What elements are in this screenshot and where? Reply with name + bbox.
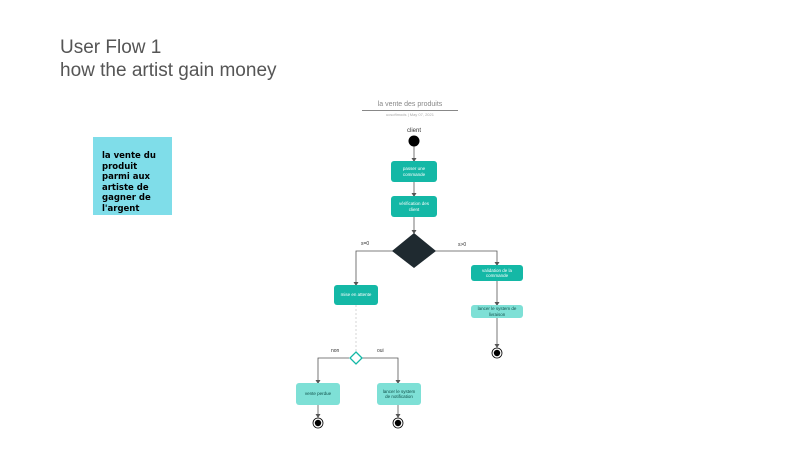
node-passer-commande[interactable]: passer une commande	[391, 161, 437, 182]
node-label: passer une commande	[402, 166, 426, 177]
node-label: validation de la commande	[481, 267, 513, 279]
connector	[434, 250, 498, 265]
guard-no: non	[331, 348, 340, 354]
node-mise-en-attente[interactable]: mise en attente	[334, 285, 378, 305]
start-node	[408, 135, 420, 147]
node-label: lancer le system de livraison	[477, 306, 517, 317]
slide-title: User Flow 1 how the artist gain money	[60, 36, 277, 82]
node-label: lancer le system de notification	[382, 388, 416, 400]
arrowhead	[411, 158, 417, 162]
slide-title-line2: how the artist gain money	[60, 60, 277, 81]
sticky-note-text: la vente du produit parmi aux artiste de…	[102, 151, 156, 214]
arrowhead	[315, 380, 321, 384]
guard-yes: oui	[377, 348, 384, 354]
arrowhead	[494, 302, 500, 306]
node-label: mise en attente	[340, 292, 372, 298]
decision-diamond	[392, 233, 436, 268]
diagram-title: la vente des produits	[377, 101, 443, 108]
end-node-livraison	[491, 347, 503, 359]
merge-decision-diamond	[349, 351, 363, 365]
diagram-title-divider	[362, 110, 458, 111]
arrowhead	[395, 380, 401, 384]
connector	[362, 357, 399, 383]
node-lancer-livraison[interactable]: lancer le system de livraison	[471, 305, 523, 318]
arrowhead	[411, 230, 417, 234]
guard-right: s>0	[458, 242, 467, 248]
arrowhead	[315, 414, 321, 418]
guard-left: s=0	[361, 241, 370, 247]
connector	[317, 357, 349, 383]
arrowhead	[395, 414, 401, 418]
arrowhead	[494, 344, 500, 348]
arrowhead	[353, 282, 359, 286]
end-node-vente-perdue	[312, 417, 324, 429]
end-node-notification	[392, 417, 404, 429]
node-lancer-notification[interactable]: lancer le system de notification	[377, 383, 421, 405]
node-label: vente perdue	[304, 391, 332, 397]
connector	[355, 250, 394, 285]
node-verification-client[interactable]: vérification des client	[391, 196, 437, 217]
node-validation-commande[interactable]: validation de la commande	[471, 265, 523, 281]
diagram-subtitle: ucsoftmods | May 07, 2021	[386, 112, 434, 117]
arrowhead	[494, 262, 500, 266]
node-label: vérification des client	[398, 201, 429, 212]
node-vente-perdue[interactable]: vente perdue	[296, 383, 340, 405]
arrowhead	[411, 193, 417, 197]
slide-title-line1: User Flow 1	[60, 37, 162, 58]
sticky-note[interactable]: la vente du produit parmi aux artiste de…	[93, 137, 172, 215]
start-label: client	[406, 128, 421, 134]
